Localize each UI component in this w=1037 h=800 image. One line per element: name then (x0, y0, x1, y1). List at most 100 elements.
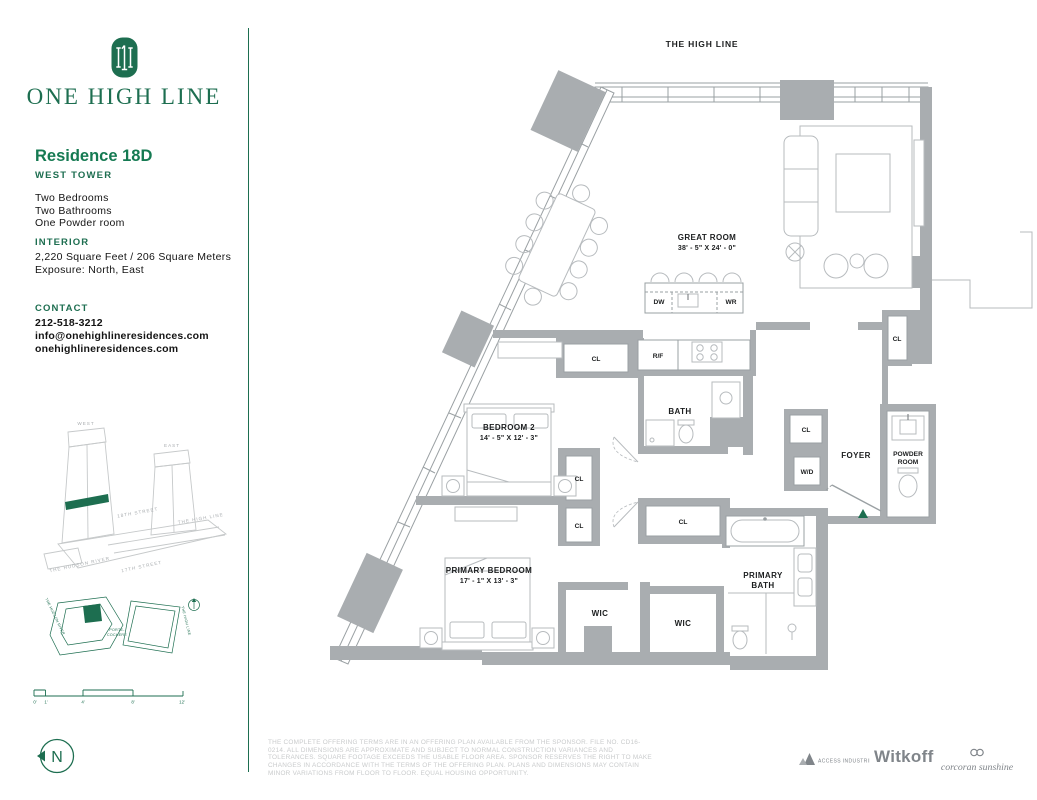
contact-website: onehighlineresidences.com (35, 343, 179, 355)
interior-details: 2,220 Square Feet / 206 Square Meters Ex… (35, 251, 231, 277)
scale-tick-0: 0' (33, 700, 36, 705)
contact-details: 212-518-3212 info@onehighlineresidences.… (35, 317, 209, 356)
shower-head-icon (787, 623, 797, 640)
label-wic-2: WIC (675, 619, 692, 628)
label-rf: R/F (653, 353, 664, 360)
range-icon (691, 341, 723, 363)
north-window-wall (594, 82, 929, 103)
scale-tick-1: 1' (44, 700, 47, 705)
dims-primary-bedroom: 17' - 1" X 13' - 3" (460, 578, 518, 585)
east-tower-body (150, 462, 197, 536)
logo-monogram-icon (116, 45, 133, 71)
legal-disclaimer: THE COMPLETE OFFERING TERMS ARE IN AN OF… (268, 739, 652, 777)
scale-tick-4: 4' (81, 700, 84, 705)
label-hudson-river: THE HUDSON RIVER (49, 556, 110, 574)
bedroom2-furniture (441, 403, 577, 497)
residence-tower: WEST TOWER (35, 170, 113, 181)
dining-table (505, 184, 608, 306)
bed (466, 407, 552, 497)
toilet-icon (677, 419, 695, 444)
column (337, 552, 403, 634)
feature-bedrooms: Two Bedrooms (35, 192, 109, 204)
residence-features: Two Bedrooms Two Bathrooms One Powder ro… (35, 192, 125, 230)
feature-bathrooms: Two Bathrooms (35, 204, 112, 217)
label-dw: DW (654, 299, 666, 306)
label-wd: W/D (801, 469, 814, 476)
west-tower-body (61, 441, 115, 544)
label-site-hudson: THE HUDSON RIVER (44, 597, 65, 635)
scale-tick-8: 8' (131, 700, 134, 705)
sofa (783, 135, 819, 237)
armchair (863, 253, 889, 279)
label-wr: WR (726, 299, 737, 306)
access-wordmark: ACCESS INDUSTRIES (818, 759, 870, 765)
scale-bar: 0' 1' 4' 8' 12' (33, 689, 185, 705)
toilet-icon (897, 467, 919, 498)
mountain-icon (804, 753, 815, 765)
label-powder-2: ROOM (898, 459, 919, 466)
building-location-diagram: WEST EAST 18TH STREET THE HIGH LINE THE … (43, 421, 228, 574)
west-tower-cap (67, 427, 107, 448)
interior-area: 2,220 Square Feet / 206 Square Meters (35, 251, 232, 263)
contact-phone: 212-518-3212 (35, 317, 103, 329)
label-primary-bath-2: BATH (751, 581, 774, 590)
coffee-table (835, 153, 891, 213)
podium-front (43, 547, 83, 570)
label-great-room: GREAT ROOM (678, 233, 737, 242)
scale-tick-12: 12' (179, 700, 185, 705)
primary-bedroom-furniture (419, 506, 555, 651)
label-cl-hall: CL (592, 356, 601, 363)
double-vanity (793, 547, 817, 607)
bath-vanity (711, 381, 741, 419)
residence-unit-marker (83, 604, 102, 623)
residence-title: Residence 18D (35, 147, 153, 165)
east-lot (122, 600, 181, 654)
west-lot (49, 596, 124, 656)
brand-logo (111, 37, 138, 78)
compass-arrow-icon (37, 750, 45, 762)
feature-powder: One Powder room (35, 217, 125, 229)
primary-bath-fixtures (725, 515, 817, 654)
armchair (823, 253, 849, 279)
kitchen (637, 272, 751, 371)
interior-heading: INTERIOR (35, 237, 90, 248)
doors (612, 436, 882, 528)
walls (330, 87, 1033, 670)
podium-base (57, 519, 228, 569)
kitchen-island (644, 272, 744, 314)
column (530, 70, 606, 152)
vertical-divider (248, 28, 249, 772)
witkoff-logo: Witkoff (874, 747, 934, 766)
entry-marker-icon (858, 509, 868, 518)
bathtub (725, 515, 805, 547)
shower (645, 419, 675, 447)
site-plan: PORTE- COCHÈRE THE HUDSON RIVER THE HIGH… (44, 596, 200, 656)
north-compass: N (37, 738, 75, 774)
residence-floor-band (65, 494, 109, 510)
side-table (849, 253, 865, 269)
column (441, 310, 495, 368)
toilet-icon (731, 625, 749, 650)
label-powder-1: POWDER (893, 451, 923, 458)
media-console (913, 139, 925, 227)
plan-context-label: THE HIGH LINE (666, 39, 739, 49)
dims-great-room: 38' - 5" X 24' - 0" (678, 245, 736, 252)
label-west: WEST (77, 421, 94, 426)
compass-north-label: N (51, 749, 63, 766)
living-area (783, 125, 925, 289)
closets (497, 315, 930, 543)
bath-fixtures (645, 381, 741, 447)
label-east: EAST (164, 443, 180, 448)
brand-name: ONE HIGH LINE (26, 84, 222, 109)
floor-plan: THE HIGH LINE (330, 39, 1033, 670)
label-cl-foyer: CL (802, 427, 811, 434)
label-cl-east: CL (893, 336, 902, 343)
east-tower-cap (153, 449, 191, 468)
label-primary-bedroom: PRIMARY BEDROOM (446, 566, 532, 575)
label-wic-1: WIC (592, 609, 609, 618)
contact-heading: CONTACT (35, 303, 89, 314)
corcoran-wordmark: corcoran sunshine (940, 762, 1014, 773)
powder-room-fixtures (891, 414, 925, 498)
label-cl-bottom: CL (679, 519, 688, 526)
label-cl-mid2: CL (575, 523, 584, 530)
